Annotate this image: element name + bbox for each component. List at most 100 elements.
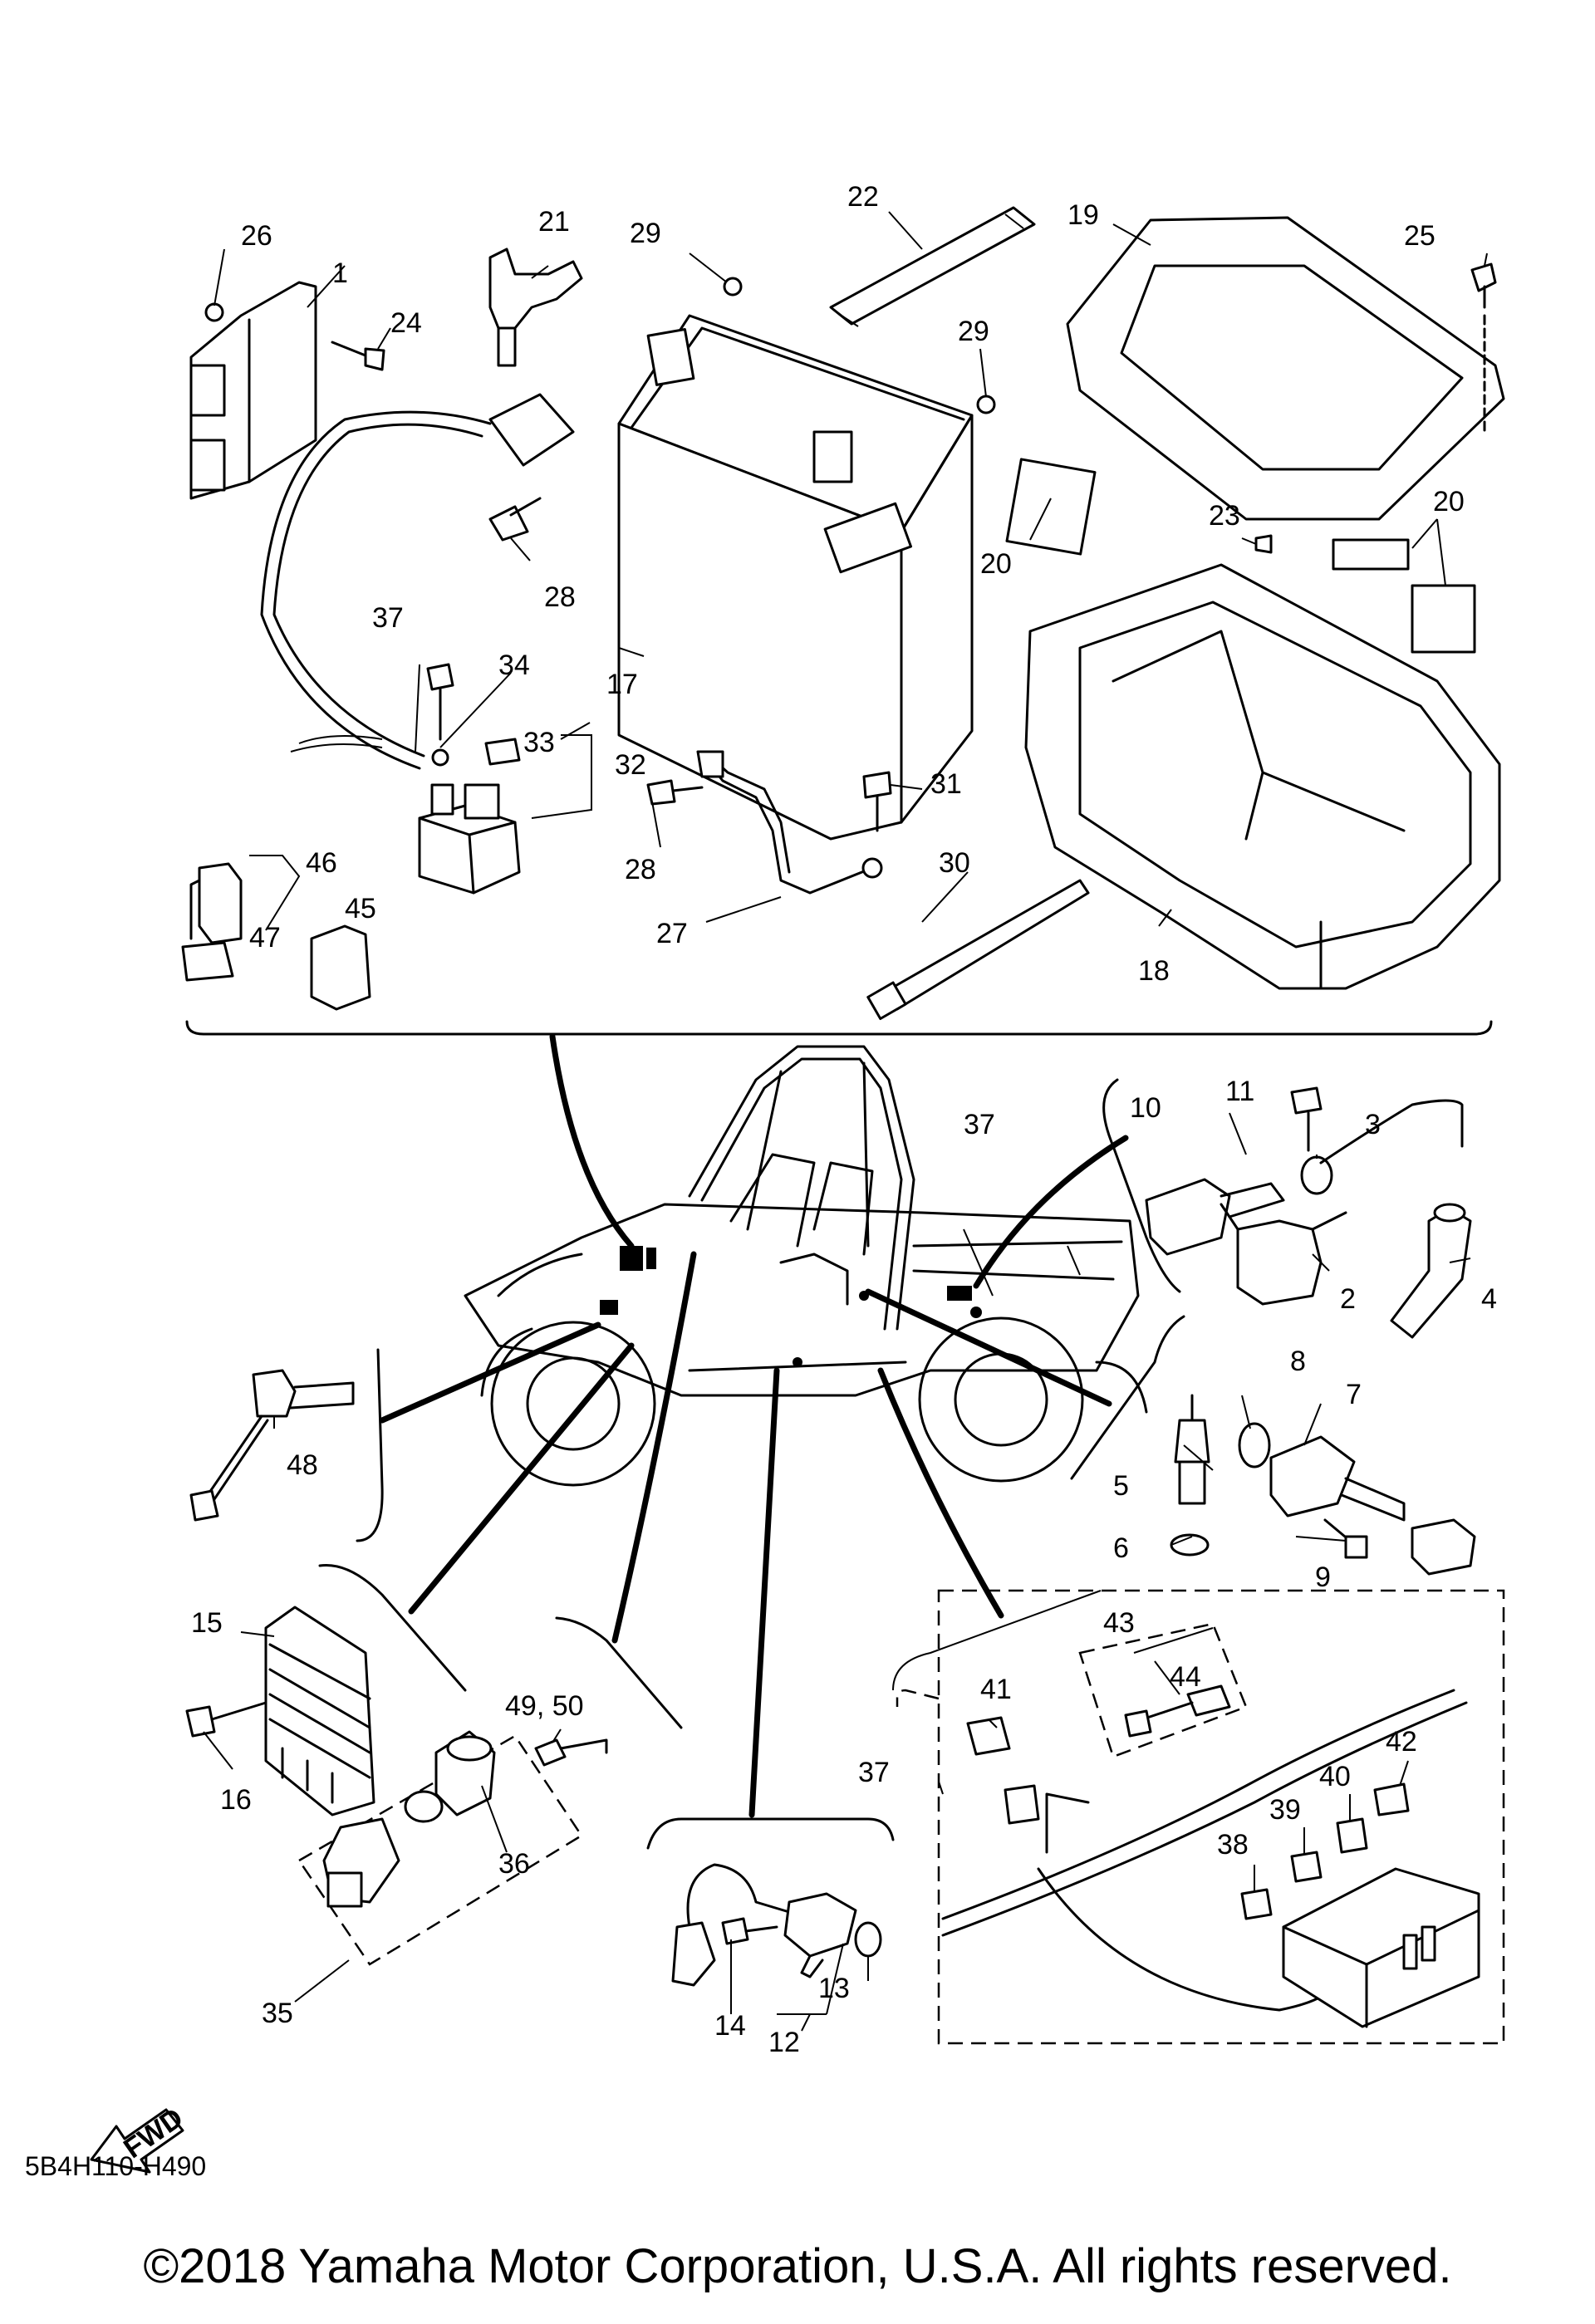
label-26: 26 (241, 220, 272, 252)
label-28a: 28 (544, 581, 576, 613)
battery-box-18 (1024, 563, 1501, 990)
label-4: 4 (1481, 1283, 1497, 1315)
label-40: 40 (1319, 1761, 1351, 1792)
switch-48 (189, 1369, 355, 1522)
strap-22 (829, 206, 1036, 327)
battery-17 (617, 314, 974, 841)
ecu-unit (189, 281, 317, 500)
mark-relay (947, 1286, 972, 1301)
wire-37-top (260, 393, 575, 770)
leader-5-7 (865, 1288, 1112, 1407)
label-17: 17 (606, 669, 638, 700)
fuse-38 (1240, 1888, 1273, 1920)
fuse-40 (1336, 1817, 1368, 1854)
clamp-21 (488, 248, 583, 367)
label-42: 42 (1386, 1726, 1417, 1758)
cover-19 (1066, 216, 1505, 521)
label-14: 14 (714, 2010, 746, 2042)
bracket-48 (356, 1348, 384, 1542)
label-5: 5 (1113, 1470, 1129, 1502)
label-20a: 20 (980, 548, 1012, 580)
label-15: 15 (191, 1607, 223, 1639)
bolt-16 (185, 1701, 267, 1738)
leader-49-50 (611, 1251, 697, 1644)
bolt-24 (331, 341, 385, 371)
leader-10 (973, 1135, 1129, 1289)
label-24: 24 (390, 307, 422, 339)
fuse-42 (1373, 1782, 1410, 1817)
label-43: 43 (1103, 1607, 1135, 1639)
label-48: 48 (287, 1449, 318, 1481)
label-37-mid: 37 (964, 1109, 995, 1140)
label-34: 34 (498, 650, 530, 681)
leader-37-box (877, 1367, 1004, 1619)
label-23: 23 (1209, 500, 1240, 532)
gasket-11 (1300, 1155, 1333, 1195)
plug-cap-4 (1390, 1203, 1472, 1339)
bolt-31 (862, 771, 892, 832)
spark-plug-5 (1174, 1394, 1210, 1505)
label-6: 6 (1113, 1532, 1129, 1564)
leader-15 (408, 1342, 635, 1615)
bracket-46-47 (249, 855, 301, 931)
part-labels: 1 2 3 4 5 6 7 8 9 10 11 12 13 14 15 16 1… (191, 181, 1497, 2058)
relay-41-b (1004, 1784, 1040, 1825)
label-29a: 29 (630, 218, 661, 249)
label-28b: 28 (625, 854, 656, 885)
connector-46 (189, 862, 243, 944)
copyright-notice: ©2018 Yamaha Motor Corporation, U.S.A. A… (143, 2239, 1452, 2293)
sensor-7 (1269, 1435, 1406, 1522)
label-2: 2 (1340, 1283, 1356, 1315)
fuse-box (1282, 1867, 1480, 2028)
screw-23 (1254, 534, 1273, 554)
bolt-9 (1323, 1518, 1368, 1559)
fastener-25 (1470, 262, 1497, 434)
label-39: 39 (1269, 1794, 1301, 1826)
label-1: 1 (332, 257, 348, 289)
harness-37 (941, 1689, 1468, 2012)
harness-box-37 (896, 1689, 940, 1707)
label-30: 30 (939, 847, 970, 879)
diagram-code: 5B4H110-H490 (25, 2151, 207, 2181)
rectifier-15 (264, 1606, 375, 1817)
pad-20-left (1005, 458, 1097, 556)
bolt-3 (1290, 1086, 1323, 1152)
connector-44 (1124, 1684, 1231, 1738)
label-31: 31 (930, 768, 962, 800)
label-7: 7 (1346, 1379, 1362, 1410)
label-29b: 29 (958, 316, 989, 347)
bracket-32-33 (531, 734, 592, 819)
label-37-top: 37 (372, 602, 404, 634)
bracket-12 (646, 1817, 895, 1850)
label-49-50: 49, 50 (505, 1690, 584, 1722)
leader-48 (379, 1321, 601, 1424)
label-27: 27 (656, 918, 688, 949)
ignition-coil-2 (1220, 1099, 1464, 1306)
connector-47 (181, 941, 234, 982)
label-35: 35 (262, 1998, 293, 2029)
connector-7 (1411, 1518, 1476, 1576)
cable-27 (696, 750, 883, 895)
label-41: 41 (980, 1674, 1012, 1705)
speed-sensor-12 (671, 1863, 857, 1987)
knob-36 (434, 1730, 496, 1817)
label-47: 47 (249, 922, 281, 954)
bolt-14 (721, 1917, 778, 1945)
label-3: 3 (1365, 1109, 1381, 1140)
label-45: 45 (345, 893, 376, 924)
harness-box-37-outline (937, 1589, 1505, 2045)
nut-29-left (723, 277, 743, 297)
label-33: 33 (523, 727, 555, 758)
sensor-10 (1145, 1178, 1285, 1256)
label-22: 22 (847, 181, 879, 213)
o-ring-13 (854, 1921, 882, 1958)
label-44: 44 (1170, 1661, 1201, 1693)
bracket-sensors (1070, 1315, 1185, 1480)
o-ring-8 (1238, 1422, 1271, 1468)
leader-12 (748, 1367, 780, 1818)
label-21: 21 (538, 206, 570, 238)
group-43-44-box (1078, 1622, 1248, 1758)
label-46: 46 (306, 847, 337, 879)
bracket-15 (318, 1563, 467, 1692)
